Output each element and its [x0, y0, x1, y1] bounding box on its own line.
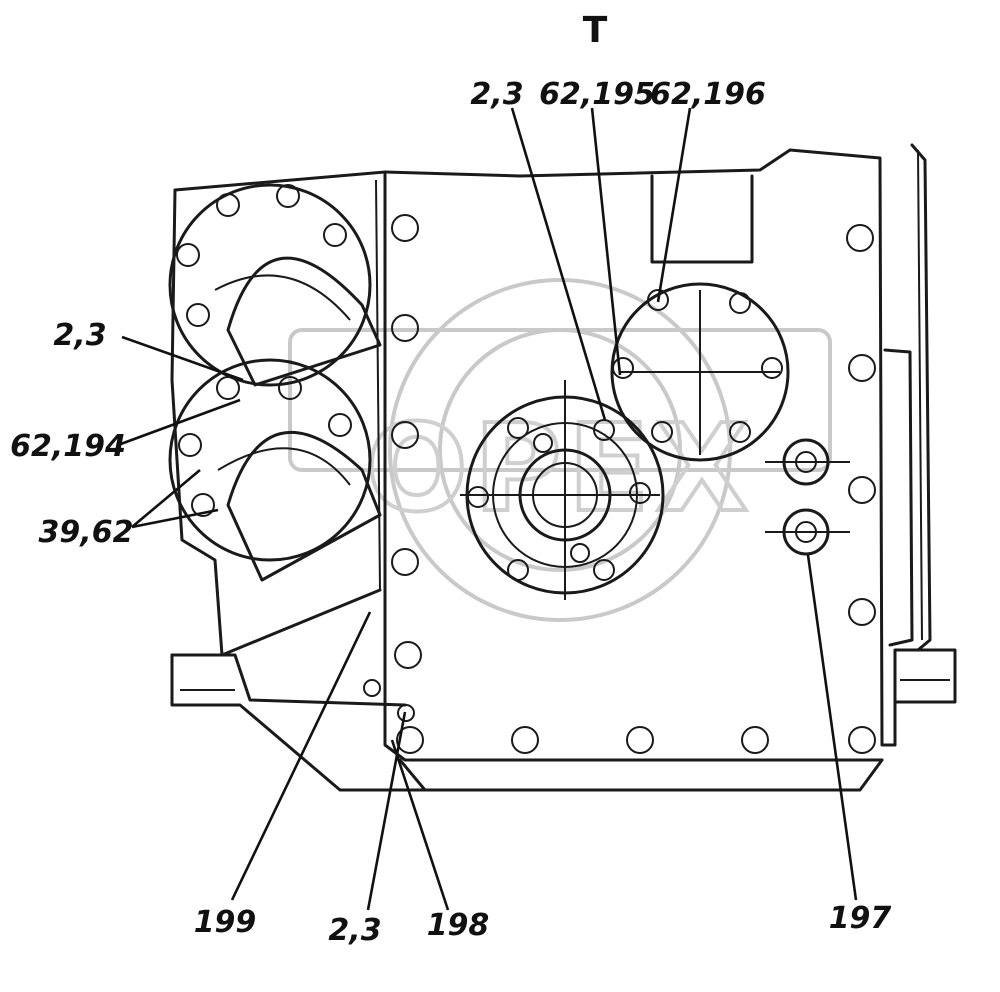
central-hub [460, 380, 665, 600]
callout-2-3-top: 2,3 [470, 77, 523, 112]
watermark: ОРЕХ [288, 278, 832, 622]
watermark-text: ОРЕХ [366, 400, 754, 539]
callout-2-3-left: 2,3 [53, 318, 106, 353]
callout-39-62: 39,62 [39, 515, 134, 550]
callout-197: 197 [829, 901, 892, 936]
callout-62-195: 62,195 [539, 77, 655, 112]
callout-62-194: 62,194 [10, 429, 126, 464]
upper-round-cover [610, 282, 790, 462]
callout-199: 199 [194, 905, 257, 940]
callout-198: 198 [427, 908, 490, 943]
watermark-gear [288, 278, 832, 622]
drain-plugs [765, 438, 850, 556]
housing-bolts [363, 214, 876, 754]
leader-lines [117, 107, 858, 911]
callout-62-196: 62,196 [650, 77, 766, 112]
view-title: T [583, 10, 608, 51]
callout-2-3-bottom: 2,3 [328, 913, 381, 948]
left-cover-plates [168, 183, 382, 582]
